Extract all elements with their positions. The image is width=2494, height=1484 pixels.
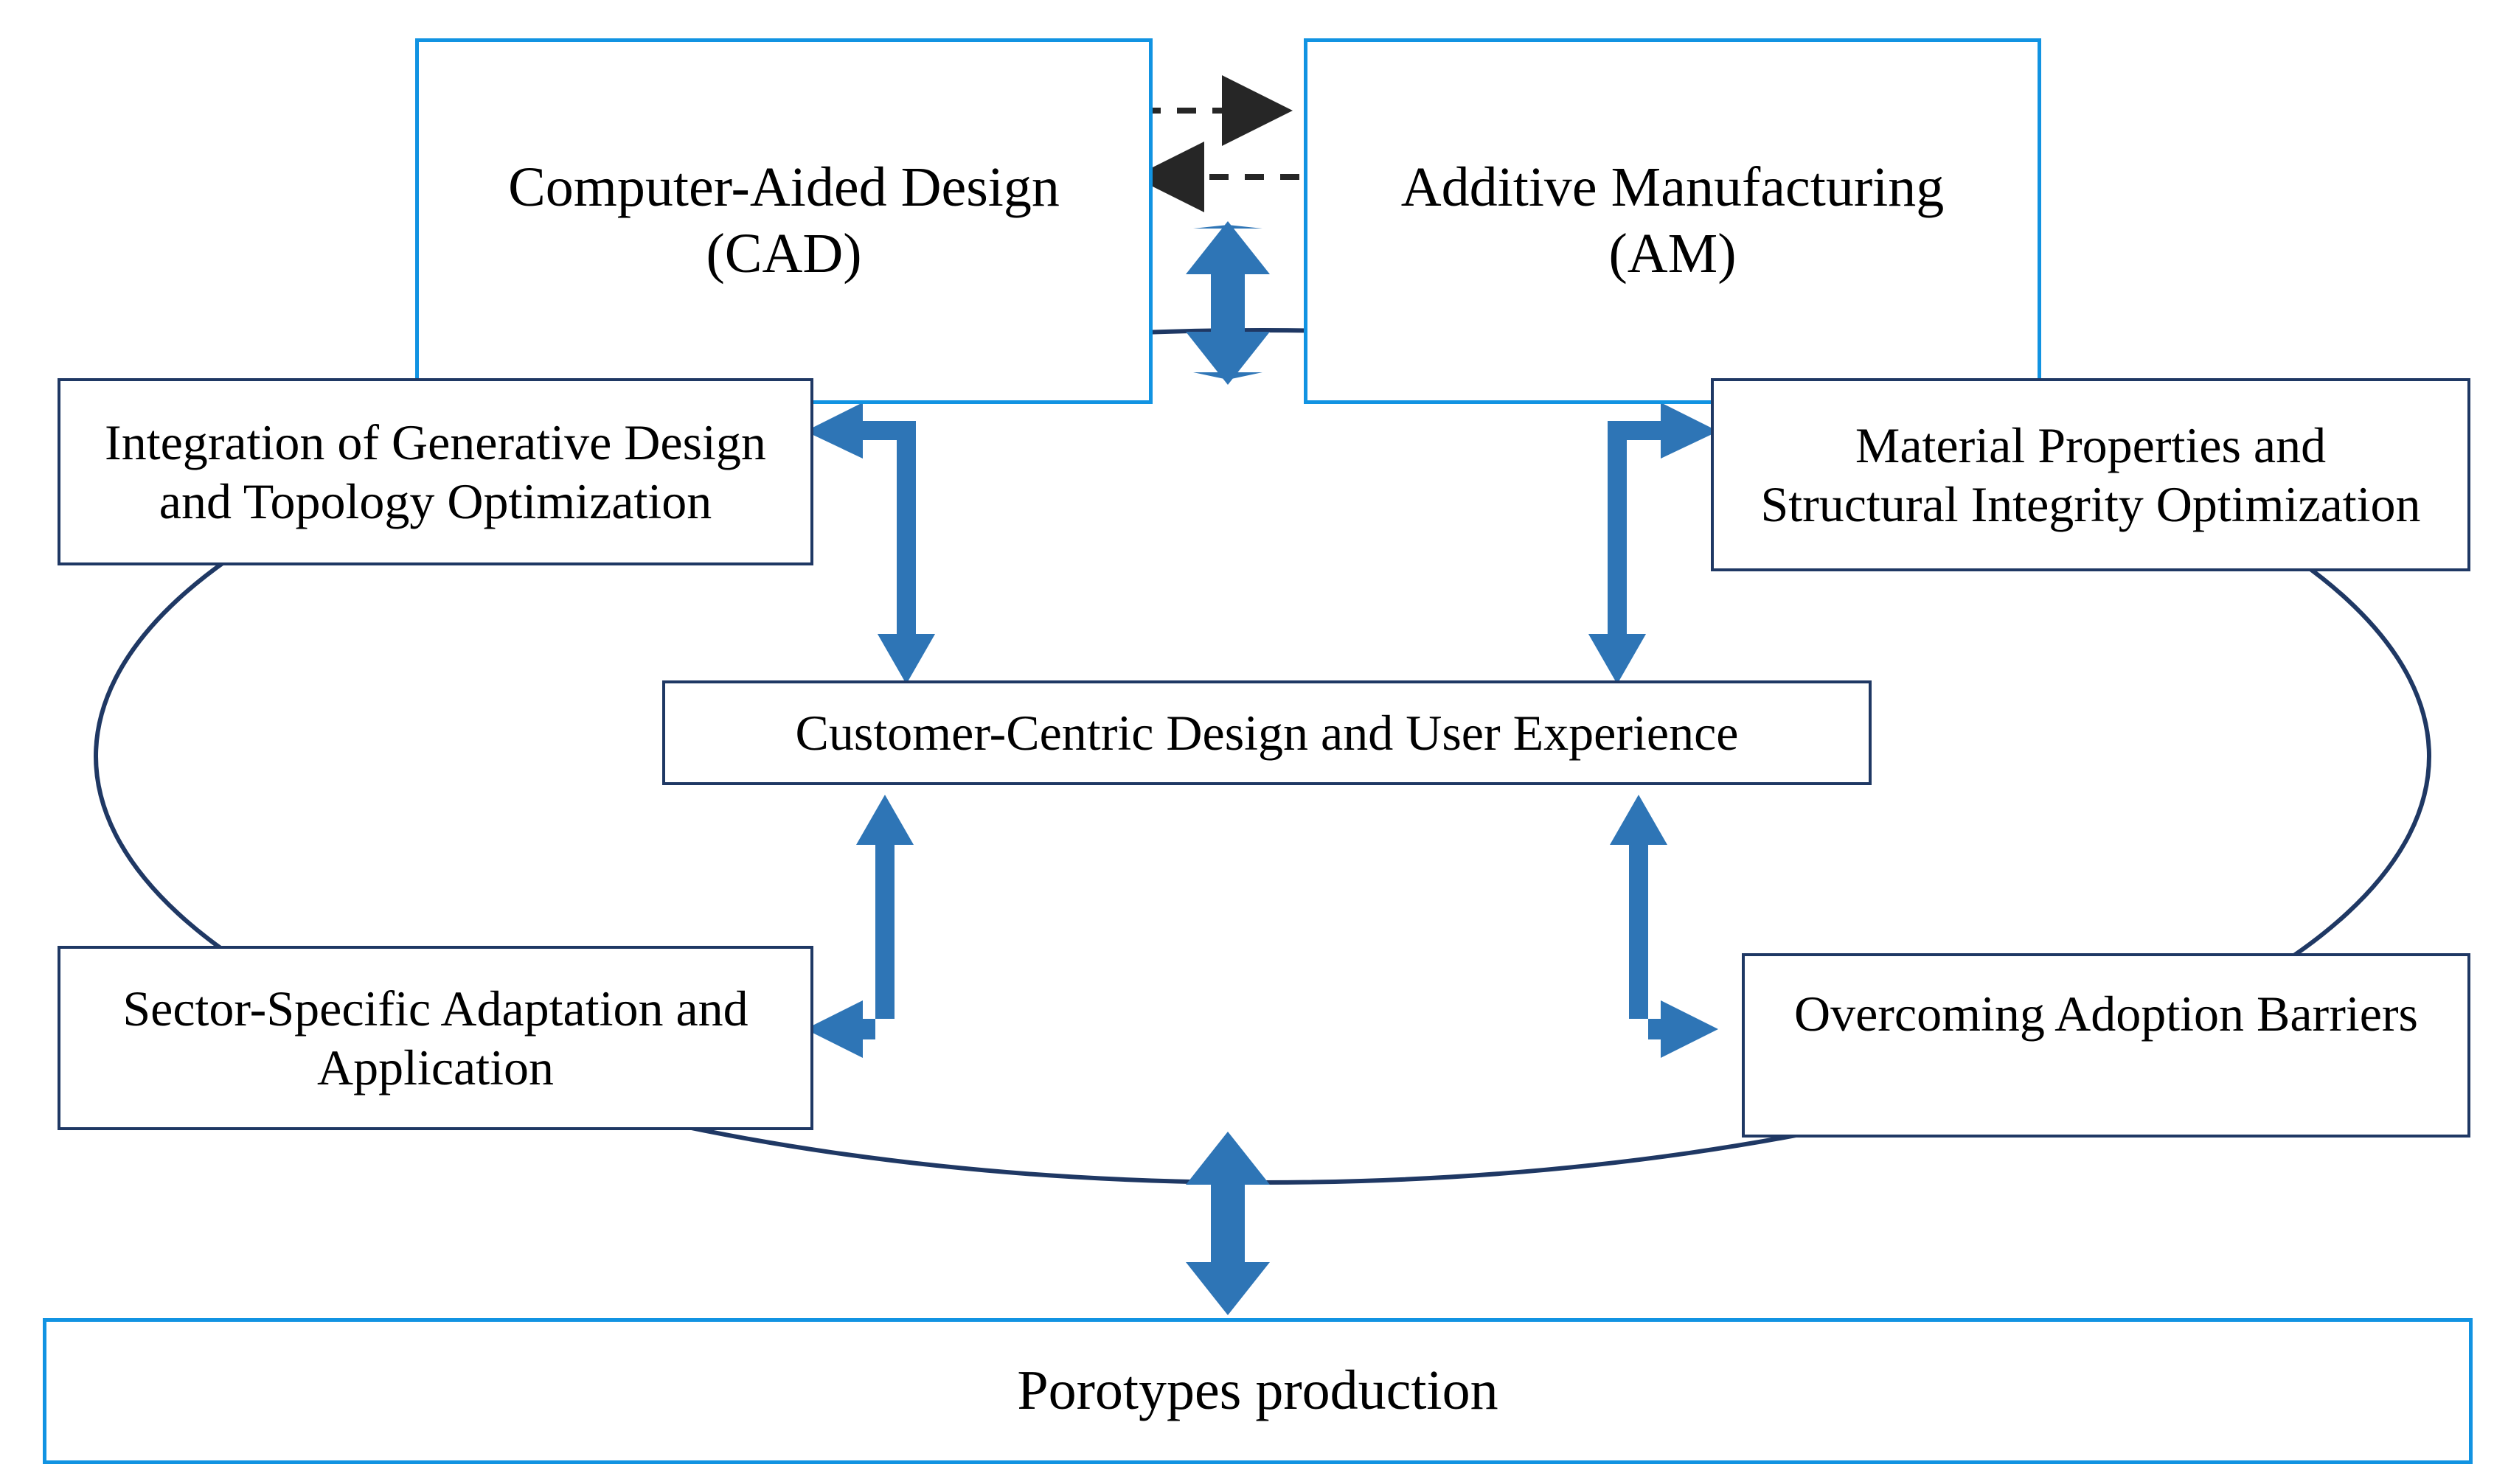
elbow-arrow-customer-sector [805,795,914,1058]
node-sector-specific-adaptation-application[interactable]: Sector-Specific Adaptation and Applicati… [58,946,813,1130]
node-material-properties-structural-integrity[interactable]: Material Properties and Structural Integ… [1711,378,2470,571]
node-porotypes-production[interactable]: Porotypes production [43,1318,2473,1464]
elbow-arrow-customer-barriers [1610,795,1718,1058]
node-computer-aided-design[interactable]: Computer-Aided Design (CAD) [415,38,1153,404]
node-porotypes-production-label: Porotypes production [1017,1359,1498,1422]
node-additive-manufacturing[interactable]: Additive Manufacturing (AM) [1304,38,2041,404]
node-generative-design-topology-optimization-label: Integration of Generative Design and Top… [105,414,766,529]
elbow-arrow-generative-customer [805,403,935,684]
double-arrow-top [1186,221,1270,385]
node-sector-specific-adaptation-application-label: Sector-Specific Adaptation and Applicati… [122,980,748,1095]
double-arrow-bottom [1186,1132,1270,1315]
node-customer-centric-design-user-experience[interactable]: Customer-Centric Design and User Experie… [662,680,1872,785]
node-overcoming-adoption-barriers-label: Overcoming Adoption Barriers [1793,986,2419,1042]
node-material-properties-structural-integrity-label: Material Properties and Structural Integ… [1760,417,2421,532]
node-customer-centric-design-user-experience-label: Customer-Centric Design and User Experie… [795,704,1739,761]
node-computer-aided-design-label: Computer-Aided Design (CAD) [508,156,1060,285]
node-generative-design-topology-optimization[interactable]: Integration of Generative Design and Top… [58,378,813,565]
elbow-arrow-material-customer [1588,403,1718,684]
node-overcoming-adoption-barriers[interactable]: Overcoming Adoption Barriers [1742,953,2470,1138]
node-additive-manufacturing-label: Additive Manufacturing (AM) [1400,156,1945,285]
